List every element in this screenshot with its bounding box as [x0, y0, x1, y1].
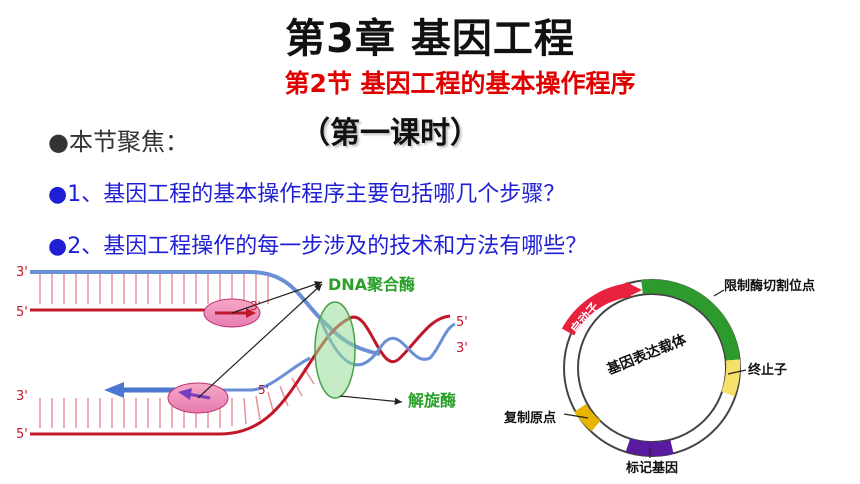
replication-diagram: DNA聚合酶 解旋酶 3' 5' 3' 5' 5' 3' 3' 5': [16, 265, 468, 442]
terminator-label: 终止子: [748, 362, 787, 378]
restriction-segment: [641, 279, 740, 361]
period-title: （第一课时）: [300, 116, 480, 151]
terminator-segment: [721, 359, 741, 397]
bottom-rungs: [39, 367, 315, 428]
marker-label: 标记基因: [625, 460, 678, 476]
end-label: 5': [456, 315, 468, 330]
bottom-new-strand: [130, 356, 311, 392]
end-label: 5': [16, 305, 28, 320]
vector-center-label: 基因表达载体: [604, 331, 689, 379]
helicase-label: 解旋酶: [408, 391, 456, 410]
end-label: 5': [16, 427, 28, 442]
vector-diagram: 启动子 限制酶切割位点 终止子 复制原点 标记基因 基因表达载体: [503, 278, 815, 476]
chapter-title: 第3章 基因工程: [285, 16, 575, 62]
restriction-label: 限制酶切割位点: [724, 278, 815, 294]
top-rungs: [39, 272, 269, 304]
end-label: 3': [16, 389, 28, 404]
end-label: 3': [250, 299, 261, 313]
origin-label: 复制原点: [503, 410, 556, 426]
question-1: ●1、基因工程的基本操作程序主要包括哪几个步骤？: [48, 182, 566, 207]
end-label: 3': [456, 341, 468, 356]
polymerase-label: DNA聚合酶: [328, 275, 415, 294]
helicase: [314, 301, 356, 399]
question-2: ●2、基因工程操作的每一步涉及的技术和方法有哪些？: [48, 234, 588, 259]
focus-label: ●本节聚焦：: [48, 128, 189, 156]
promoter-segment: [561, 283, 632, 336]
end-label: 3': [16, 265, 28, 280]
section-title: 第2节 基因工程的基本操作程序: [284, 69, 636, 98]
bottom-template-strand: [30, 314, 451, 436]
end-label: 5': [258, 383, 269, 397]
